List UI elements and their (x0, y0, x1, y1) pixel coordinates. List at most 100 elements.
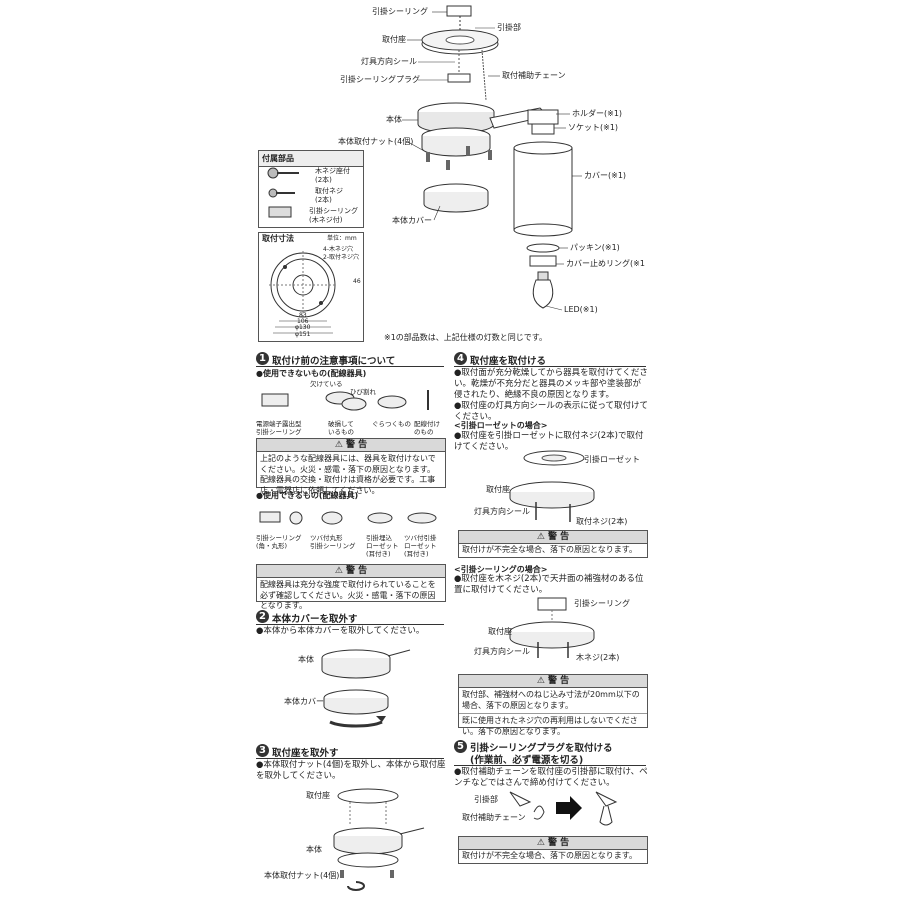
section-3-number: 3 (256, 744, 269, 757)
section-2-label-body: 本体 (298, 655, 314, 664)
s4-warning-2-text2: 既に使用されたネジ穴の再利用はしないでください。落下の原因となります。 (459, 713, 647, 739)
section-5-text: ●取付補助チェーンを取付座の引掛部に取付け、ペンチなどではさんで締め付けてくださ… (454, 767, 648, 788)
label-socket: ソケット(※1) (568, 123, 619, 132)
section-1-sub1: ●使用できないもの(配線器具) (256, 369, 367, 378)
ok-items-diagram (259, 511, 437, 525)
screw-icon (267, 167, 299, 218)
label-hikkake-bu: 引掛部 (497, 23, 521, 32)
section-3-rule (256, 758, 444, 759)
section-5-title: 引掛シーリングプラグを取付ける (470, 743, 613, 754)
dims-46: 46 (353, 278, 361, 285)
ng-item-2: 破損して いるもの (328, 420, 354, 436)
s4-warning-text: 取付けが不完全な場合、落下の原因となります。 (462, 545, 637, 554)
section-3-text: ●本体取付ナット(4個)を取外し、本体から取付座を取外してください。 (256, 760, 446, 781)
exploded-diagram (402, 5, 582, 311)
top-note: ※1の部品数は、上記仕様の灯数と同じです。 (384, 333, 547, 342)
section-1-warning-2: ⚠ 警 告 配線器具は充分な強度で取付けられていることを必ず確認してください。火… (256, 564, 446, 610)
part-item-2: 取付ネジ (2本) (315, 187, 343, 204)
section-5-label-bu: 引掛部 (474, 795, 498, 804)
ok-item-4: ツバ付引掛 ローゼット (耳付き) (404, 534, 437, 558)
section-4-warning-2: ⚠ 警 告 取付部、補強材へのねじ込み寸法が20mm以下の場合、落下の原因となり… (458, 674, 648, 736)
ok-item-1: 引掛シーリング (角・丸形) (256, 534, 302, 550)
section-5-title-2: (作業前、必ず電源を切る) (470, 755, 584, 766)
section-2-text: ●本体から本体カバーを取外してください。 (256, 626, 425, 636)
s4-warning-title: ⚠ 警 告 (459, 531, 647, 544)
rosette-diagram (509, 450, 595, 522)
label-led: LED(※1) (564, 305, 598, 314)
section-4-title: 取付座を取付ける (470, 356, 547, 367)
dims-title: 取付寸法 (262, 234, 294, 243)
label-hikkake-plug: 引掛シーリングプラグ (340, 75, 420, 84)
label-cover-ring: カバー止めリング(※1 (566, 259, 645, 268)
section-1-number: 1 (256, 352, 269, 365)
section-4-rule (454, 366, 646, 367)
section-5-warning: ⚠ 警 告 取付けが不完全な場合、落下の原因となります。 (458, 836, 648, 864)
section-1-title: 取付け前の注意事項について (272, 356, 396, 367)
part-item-3: 引掛シーリング (木ネジ付) (309, 207, 358, 224)
warning-text: 上記のような配線器具には、器具を取付けないでください。火災・感電・落下の原因とな… (260, 454, 436, 495)
section-1-warning: ⚠ 警 告 上記のような配線器具には、器具を取付けないでください。火災・感電・落… (256, 438, 446, 495)
parts-box: 付属部品 木ネジ座付 (2本) 取付ネジ (2本) 引掛シーリング (木ネジ付) (258, 150, 364, 228)
label-toritsukeza: 取付座 (382, 35, 406, 44)
ng-item-1: 電源端子露出型 引掛シーリング (256, 420, 302, 436)
ng-tag-1: 欠けている (310, 380, 343, 388)
dims-151: φ151 (295, 331, 311, 338)
ng-item-3: ぐらつくもの (372, 420, 411, 428)
section-3-label-za: 取付座 (306, 791, 330, 800)
ng-item-4: 配線付け のもの (414, 420, 440, 436)
section-3-title: 取付座を取外す (272, 748, 339, 759)
ceiling-label-screw: 木ネジ(2本) (576, 653, 620, 662)
section-3-diagram (333, 788, 425, 891)
warning-title: ⚠ 警 告 (257, 439, 445, 452)
parts-title: 付属部品 (259, 151, 363, 167)
warning-2-title: ⚠ 警 告 (257, 565, 445, 578)
s5-warning-title: ⚠ 警 告 (459, 837, 647, 850)
rosette-label: 引掛ローゼット (584, 455, 640, 464)
label-honbai: 本体 (386, 115, 402, 124)
s4-warning-2-title: ⚠ 警 告 (459, 675, 647, 688)
section-3-label-body: 本体 (306, 845, 322, 854)
dims-hole2: 2-取付ネジ穴 (323, 254, 359, 261)
section-4-sub1: <引掛ローゼットの場合> (454, 421, 548, 430)
s5-warning-text: 取付けが不完全な場合、落下の原因となります。 (462, 851, 637, 860)
rosette-label-seal: 灯具方向シール (474, 507, 530, 516)
ng-tag-2: ひび割れ (350, 388, 376, 396)
dims-hole1: 4-木ネジ穴 (323, 246, 353, 253)
section-5-rule (454, 765, 646, 766)
label-dougu-seal: 灯具方向シール (361, 57, 417, 66)
rosette-label-za: 取付座 (486, 485, 510, 494)
label-holder: ホルダー(※1) (572, 109, 623, 118)
rosette-label-screw: 取付ネジ(2本) (576, 517, 628, 526)
section-4-bullet-2: ●取付座の灯具方向シールの表示に従って取付けてください。 (454, 401, 648, 422)
section-2-number: 2 (256, 610, 269, 623)
ceiling-label: 引掛シーリング (574, 599, 630, 608)
ng-items-diagram (261, 390, 429, 411)
ok-item-2: ツバ付丸形 引掛シーリング (310, 534, 356, 550)
label-hojo-chain: 取付補助チェーン (502, 71, 566, 80)
section-4-sub2: <引掛シーリングの場合> (454, 565, 548, 574)
section-2-label-cover: 本体カバー (284, 697, 324, 706)
section-2-rule (256, 624, 444, 625)
ok-item-3: 引掛埋込 ローゼット (耳付き) (366, 534, 399, 558)
section-4-bullet-1: ●取付面が充分乾燥してから器具を取付けてください。乾燥が不充分だと器具のメッキ部… (454, 368, 648, 400)
label-hikkake-ceiling: 引掛シーリング (372, 7, 428, 16)
label-honbai-cover: 本体カバー (392, 216, 432, 225)
warning-2-text: 配線器具は充分な強度で取付けられていることを必ず確認してください。火災・感電・落… (260, 580, 436, 610)
ceiling-label-seal: 灯具方向シール (474, 647, 530, 656)
label-cover: カバー(※1) (584, 171, 627, 180)
dims-diagram (269, 251, 337, 334)
ceiling-diagram (509, 597, 595, 658)
section-5-label-chain: 取付補助チェーン (462, 813, 526, 822)
section-3-label-nut: 本体取付ナット(4個) (264, 871, 340, 880)
section-2-diagram (321, 649, 411, 728)
ceiling-label-za: 取付座 (488, 627, 512, 636)
dims-106: 106 (297, 318, 309, 325)
dims-130: φ130 (295, 324, 311, 331)
label-honbai-nut: 本体取付ナット(4個) (338, 137, 414, 146)
dims-unit: 単位：mm (327, 235, 357, 242)
section-5-number: 5 (454, 740, 467, 753)
s4-warning-2-text1: 取付部、補強材へのねじ込み寸法が20mm以下の場合、落下の原因となります。 (462, 690, 640, 710)
dims-box: 取付寸法 単位：mm 4-木ネジ穴 2-取付ネジ穴 46 83 106 φ130… (258, 232, 364, 342)
label-packing: パッキン(※1) (570, 243, 620, 252)
dims-83: 83 (299, 312, 307, 319)
